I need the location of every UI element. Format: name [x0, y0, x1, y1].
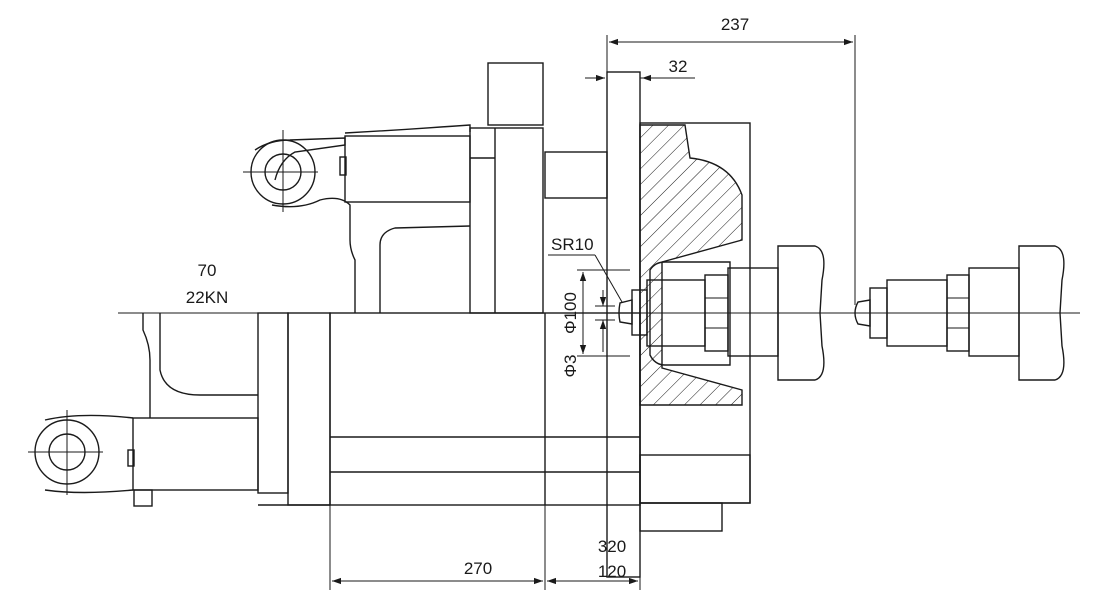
lower-pin-eye [28, 410, 103, 495]
dim-237 [606, 35, 856, 305]
dim-270-120 [329, 505, 641, 590]
retracted-nozzle [854, 245, 1065, 381]
dim-120-label: 120 [598, 562, 626, 581]
upper-pin-eye [243, 130, 318, 212]
mould-section [639, 122, 751, 532]
dim-phi3 [595, 290, 615, 352]
fixed-platen-body [329, 71, 641, 578]
dim-270-label: 270 [464, 559, 492, 578]
seventy-label: 70 [198, 261, 217, 280]
dim-320-label: 320 [598, 537, 626, 556]
phi3-label: Φ3 [561, 354, 580, 377]
dim-32 [585, 72, 695, 125]
force-label: 22KN [186, 288, 229, 307]
dim-32-label: 32 [669, 57, 688, 76]
nozzle-assembly [618, 245, 825, 381]
main-platen [469, 62, 608, 314]
sr10-label: SR10 [551, 235, 594, 254]
upper-toggle-bracket [254, 124, 471, 313]
dim-sr10-leader [548, 254, 623, 303]
phi100-label: Φ100 [561, 292, 580, 334]
dim-phi100 [577, 269, 630, 357]
dim-237-label: 237 [721, 15, 749, 34]
